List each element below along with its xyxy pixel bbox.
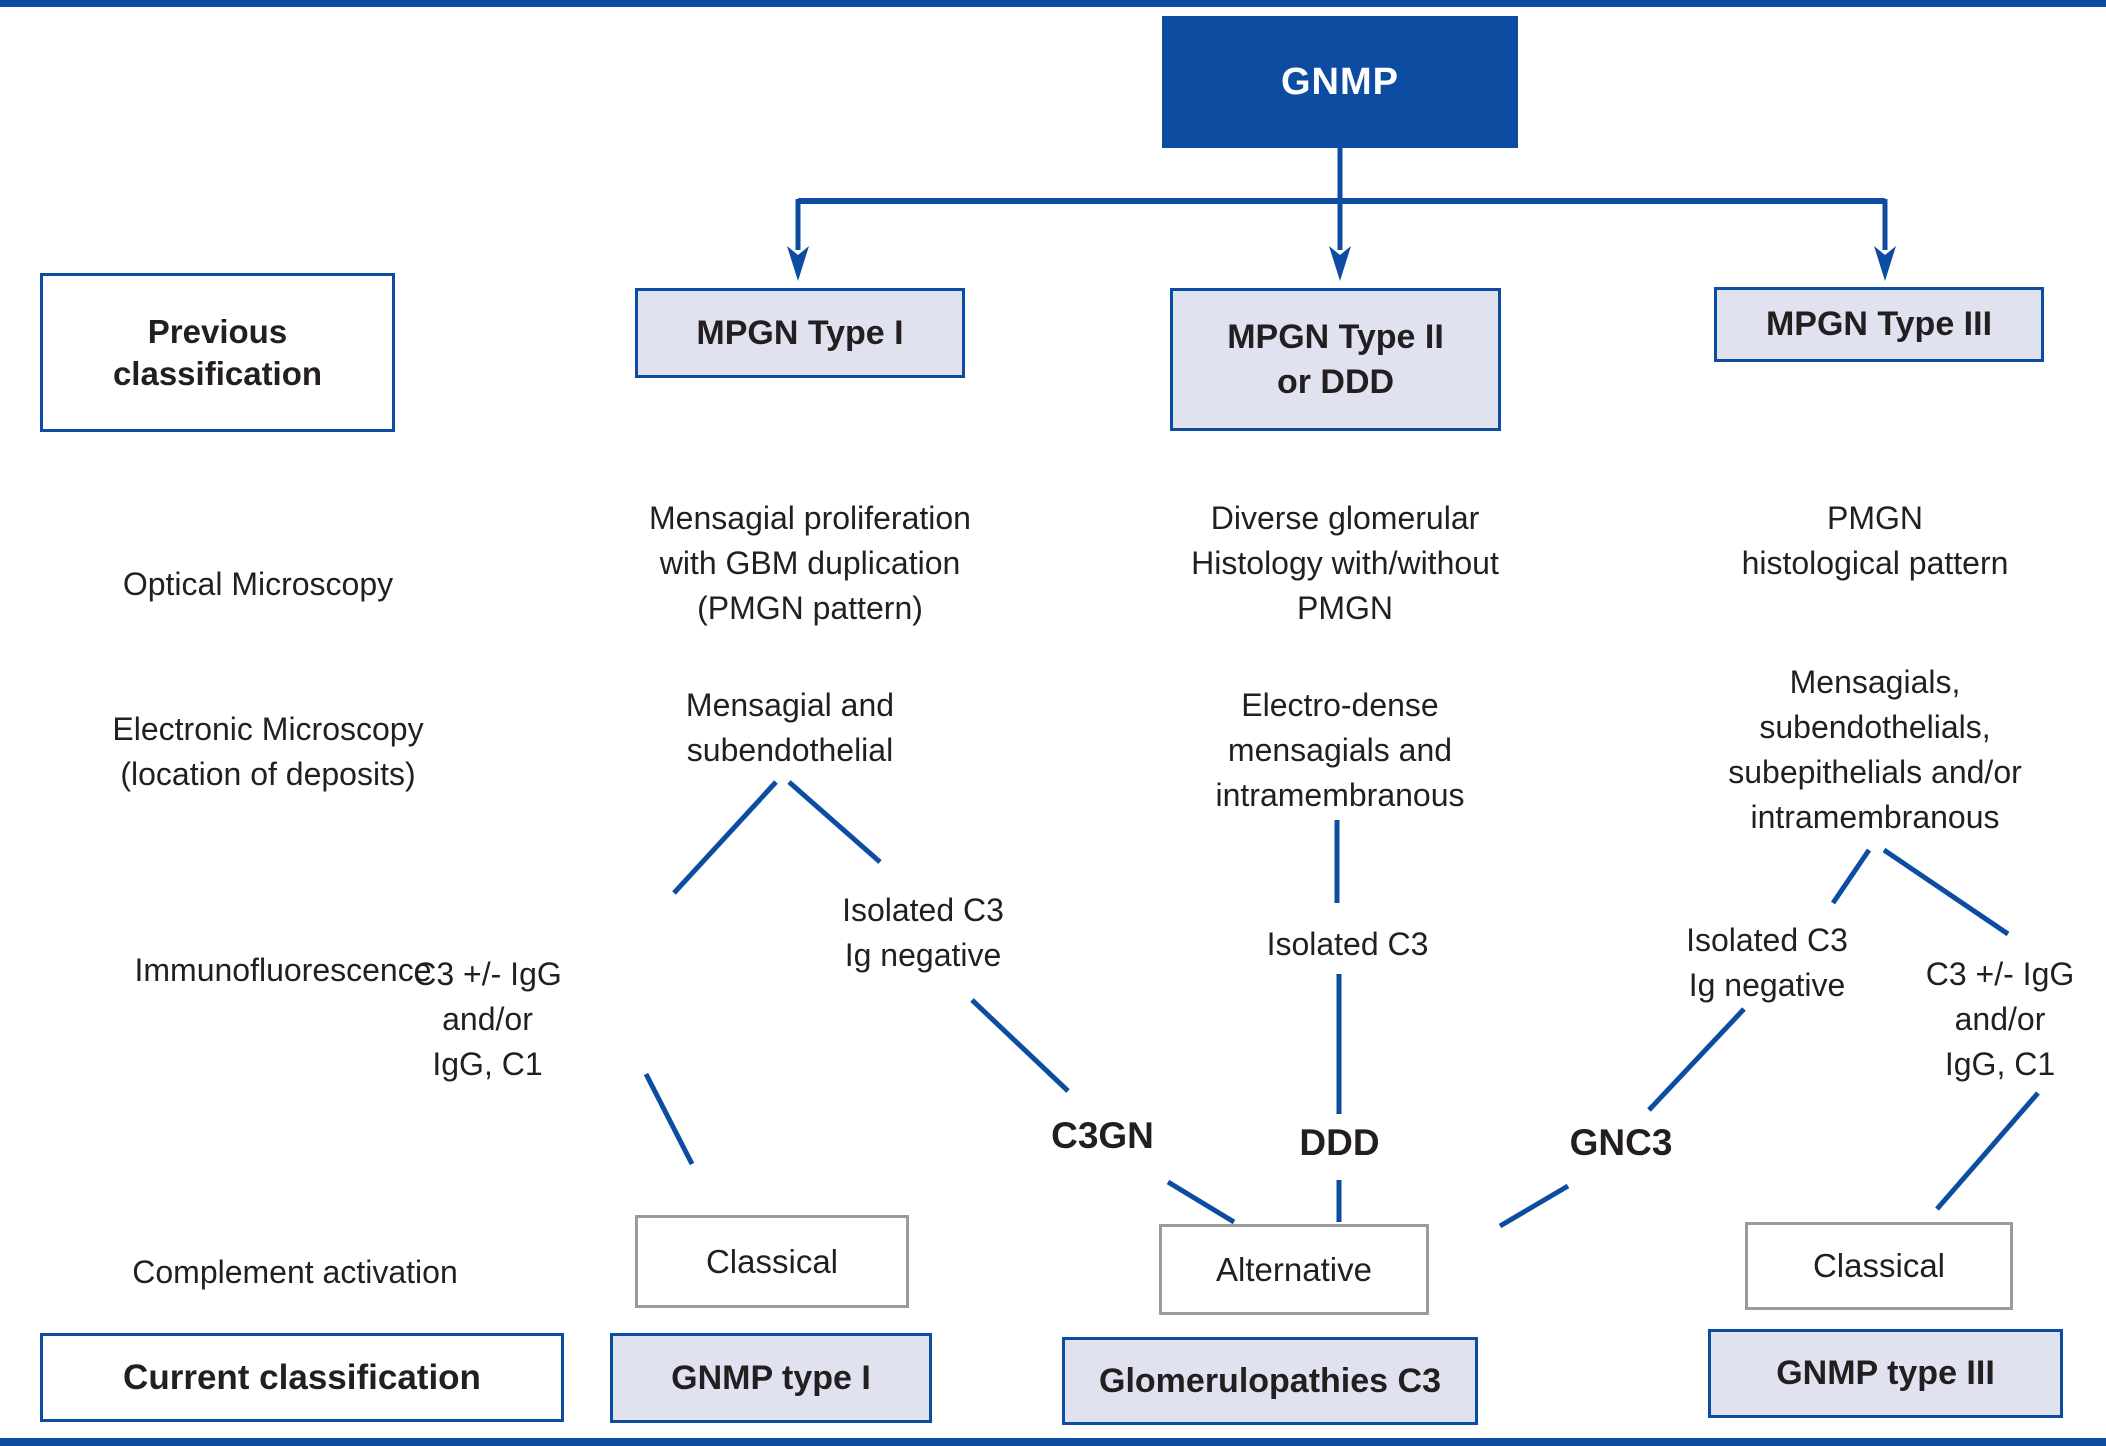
type3-optical-text: PMGN histological pattern — [1741, 500, 2009, 581]
node-mpgn-type-i: MPGN Type I — [635, 288, 965, 378]
type3-em-left-branch — [1830, 848, 1872, 905]
type2-if-isolated-c3-text: Isolated C3 — [1266, 926, 1429, 962]
root-node-gnmp: GNMP — [1162, 16, 1518, 148]
type1-if-isolated-c3-text: Isolated C3 Ig negative — [842, 892, 1004, 973]
type1-if-c3-igg-text: C3 +/- IgG and/or IgG, C1 — [413, 956, 562, 1082]
node-mpgn-type-iii: MPGN Type III — [1714, 287, 2044, 362]
arrowhead-type2 — [1329, 246, 1351, 281]
arrowhead-type1 — [787, 246, 809, 281]
type3-em-right-branch — [1882, 847, 2010, 937]
type3-if-to-gnc3 — [1647, 1007, 1746, 1112]
complement-alternative: Alternative — [1159, 1224, 1429, 1315]
row-label-current-classification: Current classification — [40, 1333, 564, 1422]
row-label-complement-activation: Complement activation — [132, 1254, 458, 1290]
type3-em-text: Mensagials, subendothelials, subepitheli… — [1728, 664, 2022, 835]
type1-optical-text: Mensagial proliferation with GBM duplica… — [649, 500, 971, 626]
outcome-gnc3: GNC3 — [1569, 1122, 1673, 1163]
c3gn-to-alternative — [1166, 1179, 1236, 1225]
type1-if-to-c3gn — [970, 998, 1070, 1093]
node-gnmp-type-i: GNMP type I — [610, 1333, 932, 1423]
type1-em-text: Mensagial and subendothelial — [685, 687, 895, 768]
row-label-previous-classification: Previous classification — [40, 273, 395, 432]
type3-if-isolated-c3-text: Isolated C3 Ig negative — [1686, 922, 1848, 1003]
node-mpgn-type-ii-or-ddd: MPGN Type II or DDD — [1170, 288, 1501, 431]
arrowhead-type3 — [1874, 246, 1896, 281]
type2-optical-text: Diverse glomerular Histology with/withou… — [1191, 500, 1499, 626]
type3-if-to-classical — [1935, 1091, 2040, 1211]
gnc3-to-alternative — [1498, 1183, 1570, 1229]
type3-if-c3-igg-text: C3 +/- IgG and/or IgG, C1 — [1925, 956, 2075, 1082]
type1-em-left-branch — [672, 780, 778, 895]
bottom-rule — [0, 1438, 2106, 1446]
row-label-electronic-microscopy: Electronic Microscopy (location of depos… — [112, 711, 424, 792]
outcome-c3gn: C3GN — [1051, 1115, 1154, 1156]
type2-em-text: Electro-dense mensagials and intramembra… — [1215, 687, 1465, 813]
top-rule — [0, 0, 2106, 7]
outcome-ddd: DDD — [1299, 1122, 1380, 1163]
complement-classical-type3: Classical — [1745, 1222, 2013, 1310]
type1-em-right-branch — [787, 780, 882, 864]
row-label-immunofluorescence: Immunofluorescence — [134, 952, 432, 988]
node-glomerulopathies-c3: Glomerulopathies C3 — [1062, 1337, 1478, 1425]
node-gnmp-type-iii: GNMP type III — [1708, 1329, 2063, 1418]
type1-if-to-classical — [643, 1072, 695, 1166]
complement-classical-type1: Classical — [635, 1215, 909, 1308]
row-label-optical-microscopy: Optical Microscopy — [122, 566, 394, 602]
